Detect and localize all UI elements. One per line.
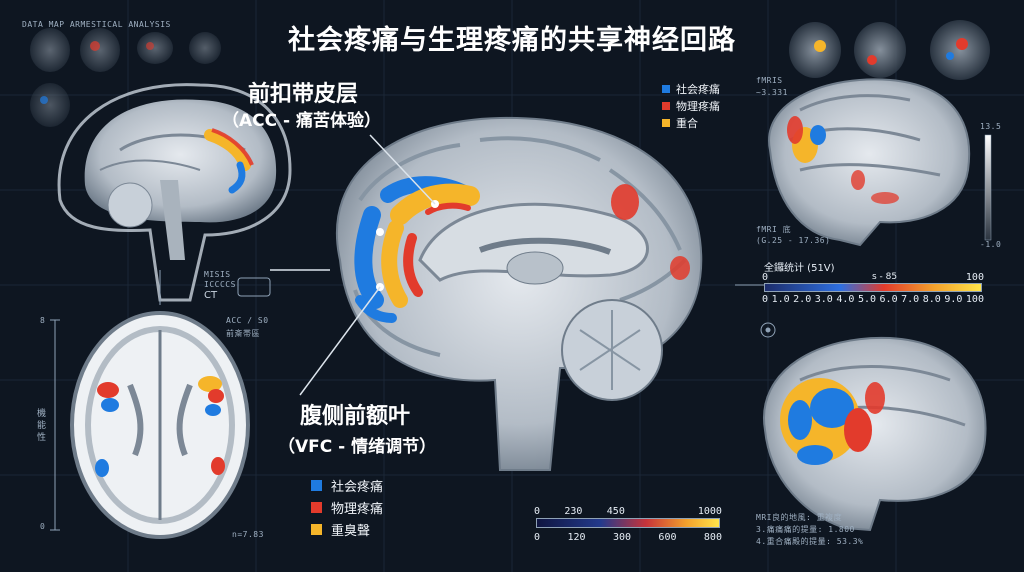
left-small-2: ICCCCS [204, 280, 236, 289]
mini-scan-thumbnails-right [789, 20, 990, 80]
legend-top: 社会疼痛 物理疼痛 重合 [662, 80, 720, 131]
n-value: n=7.83 [232, 530, 264, 539]
note-line-3: 4.重合痛殿的提量: 53.3% [756, 537, 864, 546]
left-ct-label: CT [204, 290, 218, 301]
legend-item-overlap: 重臭聲 [311, 518, 383, 540]
legend-top-item-physical: 物理疼痛 [662, 97, 720, 114]
top-bar-max: 13.5 [980, 122, 1002, 131]
legend-swatch-social [311, 479, 322, 491]
note-line-2: 3.痛痛痛的提量: 1.800 [756, 525, 855, 534]
legend-top-swatch-social [662, 84, 670, 93]
vfc-callout-title: 腹侧前额叶 [300, 404, 411, 429]
note-line-1: MRI良的地風: 重複度 [756, 513, 843, 522]
legend-top-item-overlap: 重合 [662, 114, 720, 131]
acc-note-2: 前斎帯區 [226, 329, 260, 338]
fmris-label: fMRIS [756, 76, 783, 85]
legend-main: 社会疼痛 物理疼痛 重臭聲 [311, 474, 383, 540]
acc-callout-subtitle: （ACC - 痛苦体验） [222, 111, 382, 131]
lateral-brain-bottom-right [762, 336, 987, 532]
corner-caption: DATA MAP ARMESTICAL ANALYSIS [22, 20, 171, 29]
mini-scan-thumbnails [30, 28, 221, 127]
legend-top-item-social: 社会疼痛 [662, 80, 720, 97]
page-title: 社会疼痛与生理疼痛的共享神经回路 [288, 25, 736, 56]
stat-title: 全鑼统计 (51V) [764, 263, 835, 274]
sagittal-brain-center [335, 116, 703, 471]
vfc-callout-subtitle: （VFC - 情绪调节） [278, 437, 437, 457]
right-scale-bottom: 0 1.0 2.0 3.0 4.0 5.0 6.0 7.0 8.0 9.0 10… [762, 294, 984, 305]
stat-mid: s - 85 [872, 272, 898, 282]
legend-swatch-physical [311, 501, 322, 513]
fmris-value: ~3.331 [756, 88, 788, 97]
legend-top-swatch-physical [662, 101, 670, 110]
sagittal-brain-top-left [57, 83, 292, 302]
right-color-scale [764, 283, 982, 292]
fmri-range: (G.25 - 17.36) [756, 236, 831, 245]
acc-note-1: ACC / S0 [226, 316, 269, 325]
bottom-color-scale [536, 518, 720, 528]
bottom-scale-top: 0 230 450 1000 [534, 506, 722, 517]
left-axis-label: 機 能 性 [37, 409, 47, 443]
fmri-dist-label: fMRI 底 [756, 225, 792, 234]
legend-top-swatch-overlap [662, 118, 670, 127]
left-axis-top: 8 [40, 316, 46, 325]
legend-item-physical: 物理疼痛 [311, 496, 383, 518]
acc-callout-title: 前扣带皮层 [248, 82, 359, 107]
top-bar-min: -1.0 [980, 240, 1002, 249]
legend-item-social: 社会疼痛 [311, 474, 383, 496]
lateral-brain-top-right [768, 78, 971, 247]
legend-swatch-overlap [311, 523, 322, 535]
axial-slice-bottom-left [70, 311, 250, 539]
left-axis-bottom: 0 [40, 522, 46, 531]
left-small-1: MISIS [204, 270, 231, 279]
bottom-scale-bottom: 0 120 300 600 800 [534, 532, 722, 543]
